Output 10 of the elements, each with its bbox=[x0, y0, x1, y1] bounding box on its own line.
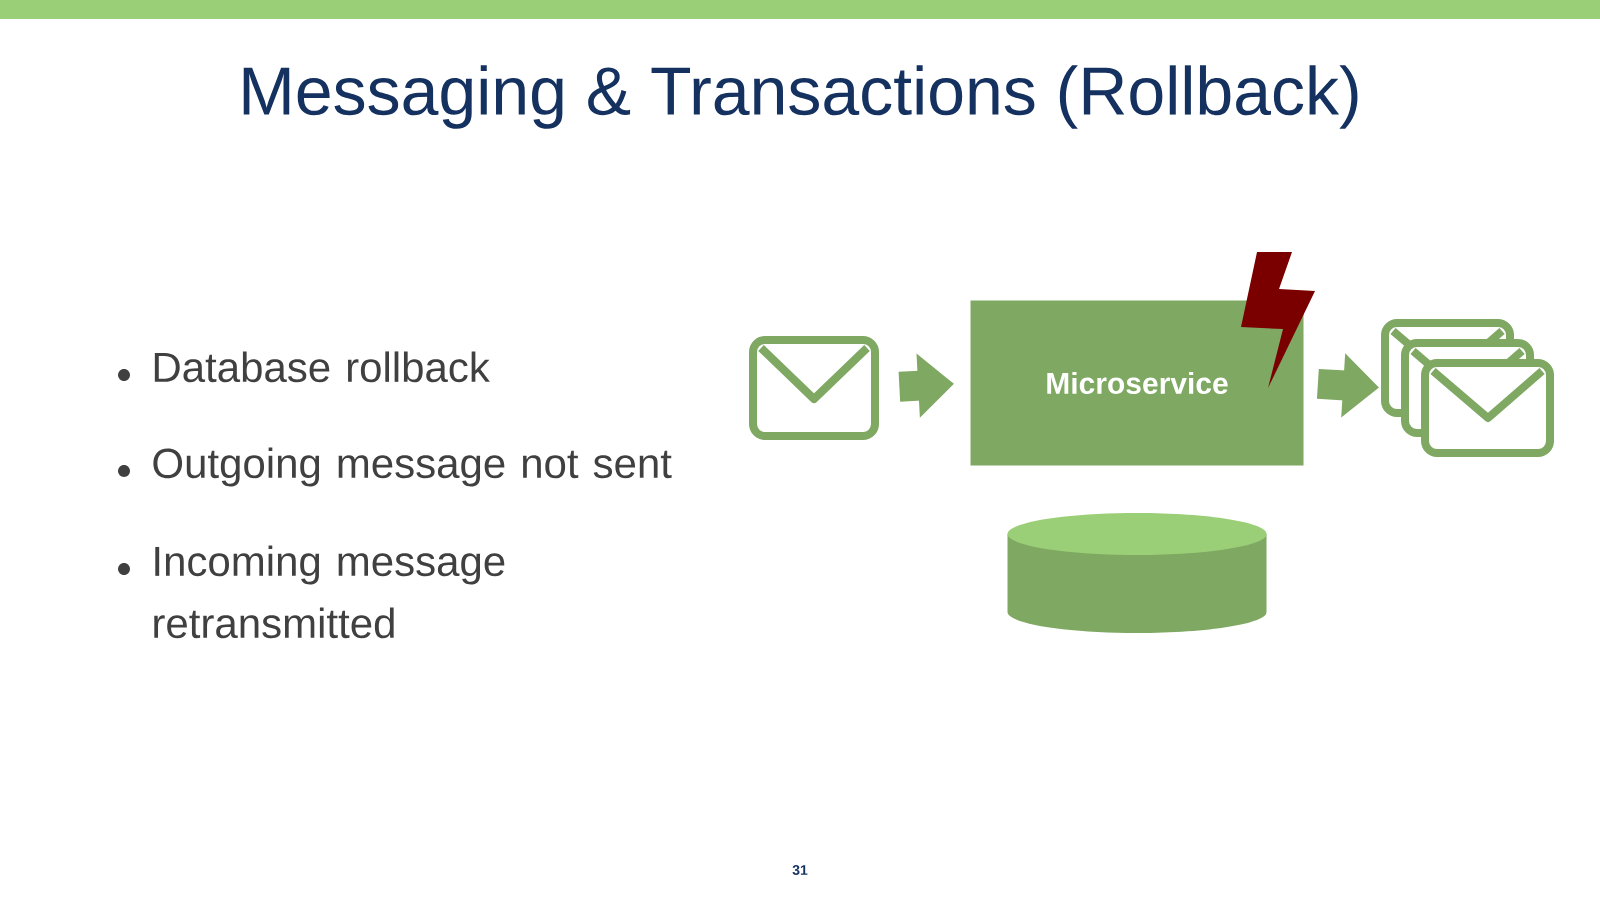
database-cylinder bbox=[1007, 513, 1267, 633]
page-number: 31 bbox=[792, 865, 808, 875]
header-band bbox=[0, 0, 1600, 19]
process-box: Microservice bbox=[970, 300, 1304, 466]
envelope-stack-icon bbox=[1381, 319, 1554, 457]
bullet-item: Incoming message retransmitted bbox=[118, 545, 505, 639]
bullet-item: Outgoing message not sent bbox=[118, 447, 672, 487]
envelope-icon bbox=[749, 336, 879, 440]
bullet-item: Database rollback bbox=[118, 351, 490, 383]
slide-title: Messaging & Transactions (Rollback) bbox=[243, 65, 1358, 129]
